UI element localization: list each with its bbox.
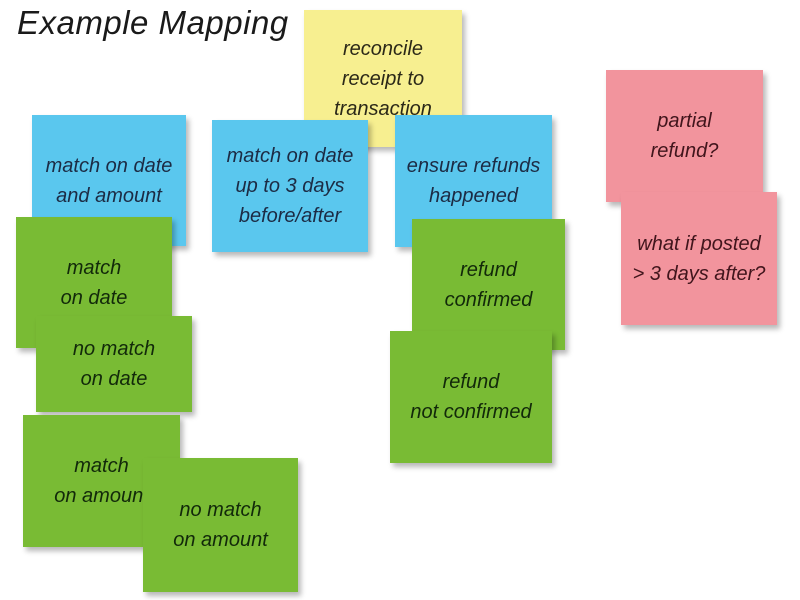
sticky-note-text: match on date and amount	[45, 154, 173, 207]
sticky-note-text: match on date up to 3 days before/after	[226, 145, 354, 227]
sticky-note-refund-confirmed: refund confirmed	[412, 219, 565, 350]
sticky-note-text: match on date	[60, 256, 128, 309]
sticky-note-match-3-days: match on date up to 3 days before/after	[212, 120, 368, 252]
sticky-note-text: partial refund?	[650, 110, 719, 162]
sticky-note-no-match-on-amount: no match on amount	[143, 458, 298, 592]
sticky-note-no-match-on-date: no match on date	[36, 316, 192, 412]
sticky-note-text: no match on date	[72, 338, 156, 390]
sticky-note-text: match on amount	[54, 455, 149, 507]
sticky-note-refund-not-confirmed: refund not confirmed	[390, 331, 552, 463]
page-title: Example Mapping	[17, 4, 289, 41]
sticky-note-text: no match on amount	[173, 499, 268, 551]
sticky-note-text: reconcile receipt to transaction	[334, 37, 432, 120]
sticky-note-partial-refund: partial refund?	[606, 70, 763, 202]
sticky-note-text: what if posted > 3 days after?	[632, 232, 766, 285]
sticky-note-text: refund confirmed	[444, 258, 533, 311]
sticky-note-text: refund not confirmed	[410, 371, 532, 423]
sticky-note-text: ensure refunds happened	[406, 155, 541, 207]
sticky-note-what-if-posted: what if posted > 3 days after?	[621, 192, 777, 325]
